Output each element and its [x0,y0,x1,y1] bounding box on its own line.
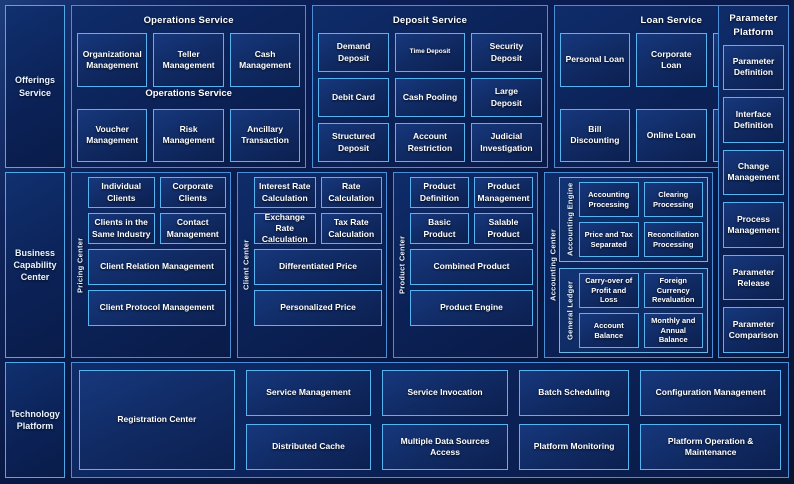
cell-demand-deposit[interactable]: Demand Deposit [318,33,389,72]
parameter-platform-cells: Parameter Definition Interface Definitio… [723,44,784,354]
cell-interface-definition[interactable]: Interface Definition [723,97,784,143]
group-title-parameter-platform: Parameter Platform [729,13,778,39]
cell-client-protocol-management[interactable]: Client Protocol Management [88,290,226,326]
row-label-business-capability-center: Business Capability Center [5,172,65,358]
cell-platform-operation-and-maintenance[interactable]: Platform Operation & Maintenance [640,424,781,470]
cell-exchange-rate-calculation[interactable]: Exchange Rate Calculation [254,212,316,244]
cell-platform-monitoring[interactable]: Platform Monitoring [518,424,630,470]
cell-reconciliation-processing[interactable]: Reconciliation Processing [643,222,703,257]
cell-distributed-cache[interactable]: Distributed Cache [245,424,372,470]
cell-salable-product[interactable]: Salable Product [474,213,533,244]
cell-batch-scheduling[interactable]: Batch Scheduling [518,370,630,416]
cell-cash-management[interactable]: Cash Management [229,33,301,87]
cell-corporate-loan[interactable]: Corporate Loan [636,33,707,87]
group-accounting-center[interactable]: Accounting Center Accounting Engine Acco… [544,172,713,358]
accounting-engine-cells: Accounting Processing Clearing Processin… [579,182,703,257]
vertical-label-general-ledger: General Ledger [565,280,575,341]
cell-large-deposit[interactable]: Large Deposit [471,78,542,117]
row-technology-platform: Technology Platform Registration Center … [5,362,789,478]
cell-tax-rate-calculation[interactable]: Tax Rate Calculation [320,213,382,244]
pricing-center-cells: Individual Clients Corporate Clients Cli… [86,177,226,353]
cell-product-definition[interactable]: Product Definition [410,177,469,208]
cell-interest-rate-calculation[interactable]: Interest Rate Calculation [254,177,316,208]
cell-contact-management[interactable]: Contact Management [159,213,226,244]
client-center-cells: Interest Rate Calculation Rate Calculati… [252,177,382,353]
cell-cash-pooling[interactable]: Cash Pooling [394,78,466,117]
cell-teller-management[interactable]: Teller Management [153,33,224,87]
accounting-center-subgroups: Accounting Engine Accounting Processing … [559,177,708,353]
cell-accounting-processing[interactable]: Accounting Processing [579,182,639,217]
cell-corporate-clients[interactable]: Corporate Clients [159,177,226,208]
cell-process-management[interactable]: Process Management [723,202,784,248]
group-parameter-platform[interactable]: Parameter Platform Parameter Definition … [718,5,789,358]
cell-foreign-currency-revaluation[interactable]: Foreign Currency Revaluation [643,273,703,308]
group-title-loan-service: Loan Service [640,15,703,26]
row-offerings-service: Offerings Service Operations Service Org… [5,5,789,168]
cell-structured-deposit[interactable]: Structured Deposit [318,123,389,162]
cell-differentiated-price[interactable]: Differentiated Price [254,249,382,285]
group-client-center[interactable]: Client Center Interest Rate Calculation … [237,172,387,358]
deposit-service-cells: Demand Deposit Time Deposit Security Dep… [318,33,542,162]
cell-online-loan[interactable]: Online Loan [636,108,707,162]
cell-parameter-definition[interactable]: Parameter Definition [723,44,784,91]
cell-basic-product[interactable]: Basic Product [410,213,469,244]
cell-account-restriction[interactable]: Account Restriction [394,123,466,162]
technology-platform-cells: Registration Center Service Management S… [79,370,781,470]
vertical-label-accounting-engine: Accounting Engine [565,182,575,257]
cell-registration-center[interactable]: Registration Center [79,370,235,470]
subgroup-general-ledger[interactable]: General Ledger Carry-over of Profit and … [559,268,708,353]
cell-debit-card[interactable]: Debit Card [318,78,389,117]
group-product-center[interactable]: Product Center Product Definition Produc… [393,172,538,358]
cell-clearing-processing[interactable]: Clearing Processing [643,182,703,217]
cell-individual-clients[interactable]: Individual Clients [88,177,155,208]
product-center-top-grid: Product Definition Product Management Ba… [410,177,533,244]
vertical-label-product-center: Product Center [397,235,407,295]
pricing-center-top-grid: Individual Clients Corporate Clients Cli… [88,177,226,244]
cell-ancillary-transaction[interactable]: Ancillary Transaction [229,108,301,162]
group-operations-service[interactable]: Operations Service Organizational Manage… [71,5,307,168]
cell-price-and-tax-separated[interactable]: Price and Tax Separated [579,222,639,257]
cell-voucher-management[interactable]: Voucher Management [77,108,148,162]
cell-monthly-and-annual-balance[interactable]: Monthly and Annual Balance [643,313,703,348]
cell-change-management[interactable]: Change Management [723,149,784,196]
group-technology-platform[interactable]: Registration Center Service Management S… [71,362,789,478]
vertical-label-client-center: Client Center [241,239,251,291]
product-center-cells: Product Definition Product Management Ba… [408,177,533,353]
row-label-technology-platform: Technology Platform [5,362,65,478]
cell-account-balance[interactable]: Account Balance [579,313,639,348]
cell-time-deposit[interactable]: Time Deposit [394,33,466,72]
cell-service-invocation[interactable]: Service Invocation [382,370,508,416]
cell-personalized-price[interactable]: Personalized Price [254,290,382,326]
cell-product-engine[interactable]: Product Engine [410,290,533,326]
cell-client-relation-management[interactable]: Client Relation Management [88,249,226,285]
group-title-operations-service: Operations Service [143,15,234,26]
client-center-top-grid: Interest Rate Calculation Rate Calculati… [254,177,382,244]
cell-combined-product[interactable]: Combined Product [410,249,533,285]
cell-service-management[interactable]: Service Management [245,370,372,416]
cell-personal-loan[interactable]: Personal Loan [559,33,631,87]
cell-configuration-management[interactable]: Configuration Management [640,370,781,416]
cell-risk-management[interactable]: Risk Management [153,108,224,162]
group-title-deposit-service: Deposit Service [392,15,468,26]
cell-judicial-investigation[interactable]: Judicial Investigation [471,123,542,162]
cell-parameter-release[interactable]: Parameter Release [723,254,784,301]
cell-security-deposit[interactable]: Security Deposit [471,33,542,72]
cell-clients-in-same-industry[interactable]: Clients in the Same Industry [88,213,155,244]
group-pricing-center[interactable]: Pricing Center Individual Clients Corpor… [71,172,231,358]
group-deposit-service[interactable]: Deposit Service Demand Deposit Time Depo… [312,5,548,168]
subgroup-accounting-engine[interactable]: Accounting Engine Accounting Processing … [559,177,708,262]
cell-organizational-management[interactable]: Organizational Management [77,33,148,87]
cell-carry-over-of-profit-and-loss[interactable]: Carry-over of Profit and Loss [579,273,639,308]
cell-rate-calculation[interactable]: Rate Calculation [320,177,382,208]
row-business-capability-center: Business Capability Center Pricing Cente… [5,172,713,358]
row-label-offerings-service: Offerings Service [5,5,65,168]
vertical-label-accounting-center: Accounting Center [548,228,558,302]
cell-multiple-data-sources-access[interactable]: Multiple Data Sources Access [382,424,508,470]
cell-bill-discounting[interactable]: Bill Discounting [559,108,631,162]
cell-parameter-comparison[interactable]: Parameter Comparison [723,307,784,353]
operations-service-cells: Organizational Management Teller Managem… [77,33,301,162]
vertical-label-pricing-center: Pricing Center [75,237,85,293]
general-ledger-cells: Carry-over of Profit and Loss Foreign Cu… [579,273,703,348]
cell-product-management[interactable]: Product Management [474,177,533,208]
